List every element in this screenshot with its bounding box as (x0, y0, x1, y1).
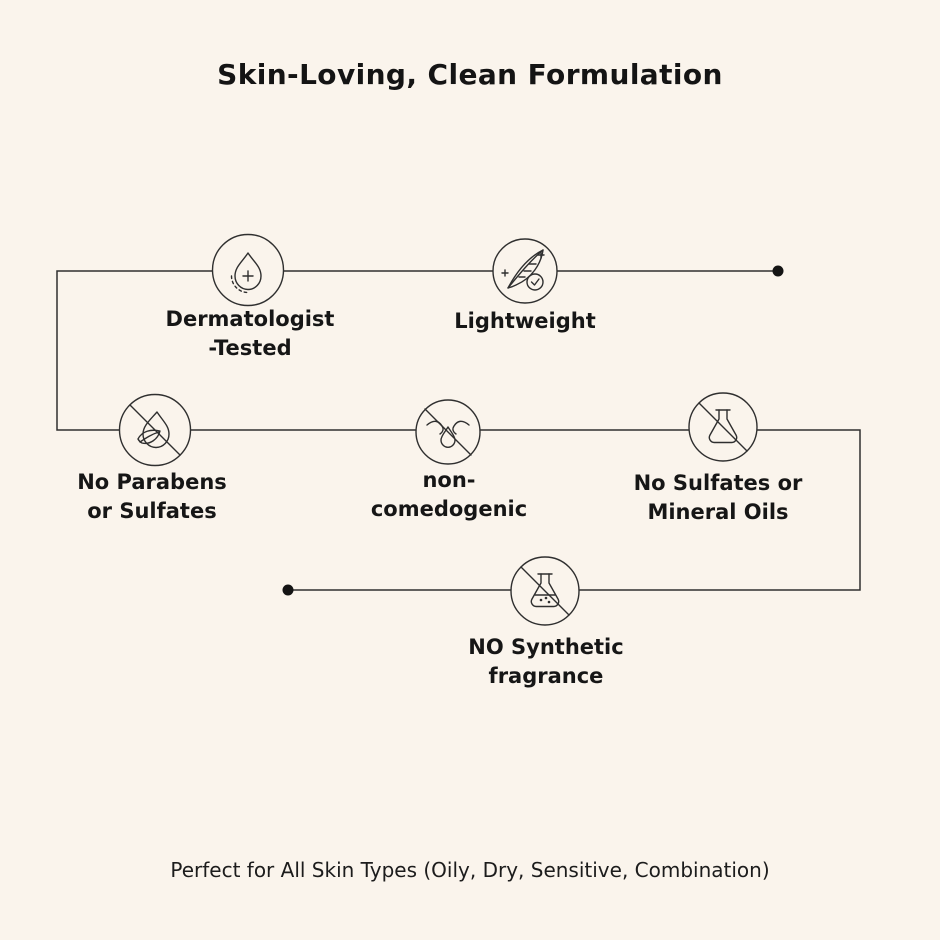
flask-bubbles-crossed-icon (510, 556, 580, 626)
label-line: -Tested (208, 336, 292, 360)
label-line: No Parabens (77, 470, 227, 494)
droplet-plus-icon (211, 233, 285, 307)
label-line: fragrance (488, 664, 604, 688)
label-line: comedogenic (370, 497, 528, 521)
label-line: or Sulfates (87, 499, 217, 523)
feature-label-lightweight: Lightweight (454, 307, 595, 336)
path-end-dot-right (772, 265, 784, 277)
label-line: NO Synthetic (468, 635, 624, 659)
feature-label-non-comedogenic: non- comedogenic (371, 466, 527, 524)
footer-text: Perfect for All Skin Types (Oily, Dry, S… (170, 858, 770, 882)
feature-label-no-sulfates: No Sulfates or Mineral Oils (634, 469, 803, 527)
pore-crossed-icon (415, 399, 481, 465)
label-line: Dermatologist (165, 307, 335, 331)
feature-label-no-parabens: No Parabens or Sulfates (77, 468, 227, 526)
feature-label-dermatologist-tested: Dermatologist -Tested (166, 305, 335, 363)
label-line: Mineral Oils (647, 500, 789, 524)
feature-label-no-synthetic-fragrance: NO Synthetic fragrance (468, 633, 623, 691)
feather-check-icon (492, 238, 558, 304)
path-end-dot-left (282, 584, 294, 596)
label-line: No Sulfates or (633, 471, 803, 495)
label-line: non- (422, 468, 476, 492)
label-line: Lightweight (454, 309, 596, 333)
leaf-droplet-crossed-icon (118, 393, 192, 467)
flask-crossed-icon (688, 392, 758, 462)
page-title: Skin-Loving, Clean Formulation (217, 58, 723, 91)
